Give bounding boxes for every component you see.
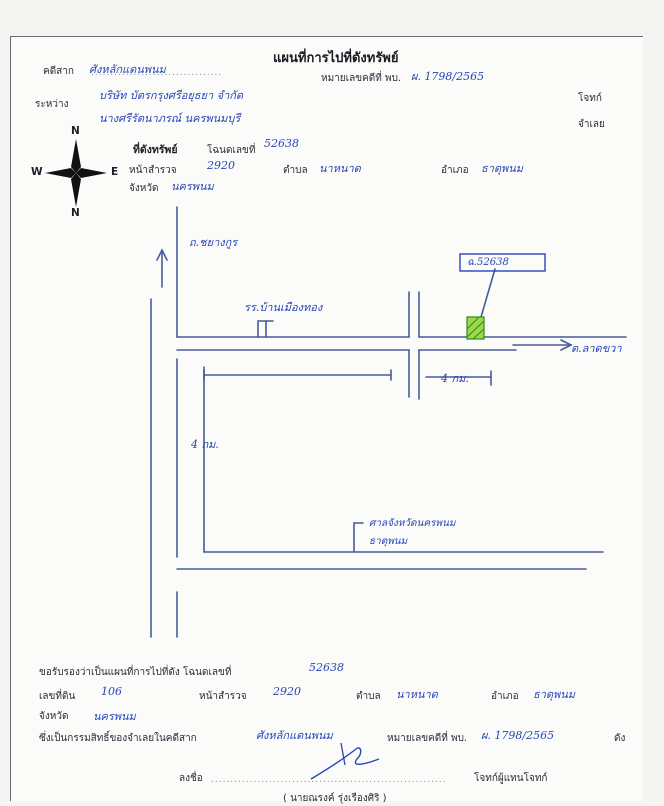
sign-label: ลงชื่อ: [179, 773, 203, 784]
footer-province-label: จังหวัด: [39, 711, 69, 722]
party1-value: บริษัท บัตรกรุงศรีอยุธยา จำกัด: [99, 89, 244, 102]
party2-role: จำเลย: [578, 119, 605, 130]
footer-district-label: อำเภอ: [491, 691, 519, 702]
footer-trailing: ดัง: [614, 733, 626, 744]
document-sheet: แผนที่การไปที่ดังทรัพย์ คดีสาก ศังหลักแด…: [10, 36, 643, 804]
compass-icon: [45, 139, 107, 207]
subdistrict-label: ตำบล: [283, 165, 308, 176]
case-number-label: หมายเลขคดีที่ พบ.: [321, 73, 402, 84]
footer-district-value: ธาตุพนม: [533, 688, 576, 701]
deed-box-frame: [459, 253, 546, 272]
footer-case-label: หมายเลขคดีที่ พบ.: [387, 733, 468, 744]
compass-n: N: [71, 125, 80, 137]
dotted-leader: ..................................: [91, 68, 223, 78]
footer-case-value: ผ. 1798/2565: [481, 729, 555, 742]
land-no-value: 106: [101, 685, 122, 698]
district-label: อำเภอ: [441, 165, 469, 176]
subdistrict-value: นาหนาด: [319, 162, 361, 175]
case-type-value: ศังหลักแดนพนม: [89, 63, 166, 76]
owner-court: ศังหลักแดนพนม: [256, 729, 333, 742]
deed-value: 52638: [264, 137, 299, 150]
between-label: ระหว่าง: [35, 99, 69, 110]
province-value: นครพนม: [171, 180, 214, 193]
school-label: รร.บ้านเมืองทอง: [244, 301, 323, 314]
destination-label: ศาลจังหวัดนครพนม ธาตุพนม: [369, 518, 456, 547]
case-number-value: ผ. 1798/2565: [411, 70, 485, 83]
party2-value: นางศรีรัตนาภรณ์ นครพนมบุรี: [99, 112, 241, 125]
property-heading: ที่ดังทรัพย์: [133, 144, 178, 156]
case-type-label: คดีสาก: [43, 66, 74, 77]
arrow-label: ต.ลาดขวา: [571, 342, 622, 355]
distance-right: 4 กม.: [441, 372, 469, 385]
compass-w: W: [31, 166, 43, 178]
owner-line: ซึ่งเป็นกรรมสิทธิ์ของจำเลยในคดีสาก: [39, 733, 197, 744]
survey-page-value: 2920: [207, 159, 235, 172]
footer-subdistrict-label: ตำบล: [356, 691, 381, 702]
cert-line: ขอรับรองว่าเป็นแผนที่การไปที่ดัง โฉนดเลข…: [39, 667, 232, 678]
document-title: แผนที่การไปที่ดังทรัพย์: [273, 51, 399, 66]
signer-name: ( นายณรงค์ รุ่งเรืองศิริ ): [283, 793, 387, 804]
footer-province-value: นครพนม: [93, 710, 136, 723]
compass-s: N: [71, 207, 80, 219]
deed-label: โฉนดเลขที่: [207, 145, 256, 156]
parcel-marker: [466, 316, 485, 340]
distance-left: 4 กม.: [191, 438, 219, 451]
land-no-label: เลขที่ดิน: [39, 691, 76, 702]
province-label: จังหวัด: [129, 183, 159, 194]
road-label: ถ.ชยางกูร: [189, 236, 238, 249]
footer-subdistrict-value: นาหนาด: [396, 688, 438, 701]
survey-page-label: หน้าสำรวจ: [129, 165, 177, 176]
map-drawing: [45, 139, 627, 638]
sign-line: ........................................…: [211, 775, 447, 785]
sign-role: โจทก์ผู้แทนโจทก์: [474, 773, 548, 784]
cert-deed: 52638: [309, 661, 344, 674]
party1-role: โจทก์: [578, 93, 602, 104]
compass-e: E: [111, 166, 119, 178]
deed-box-label: ฉ.52638: [467, 257, 509, 268]
footer-survey-label: หน้าสำรวจ: [199, 691, 247, 702]
footer-survey-value: 2920: [273, 685, 301, 698]
district-value: ธาตุพนม: [481, 162, 524, 175]
